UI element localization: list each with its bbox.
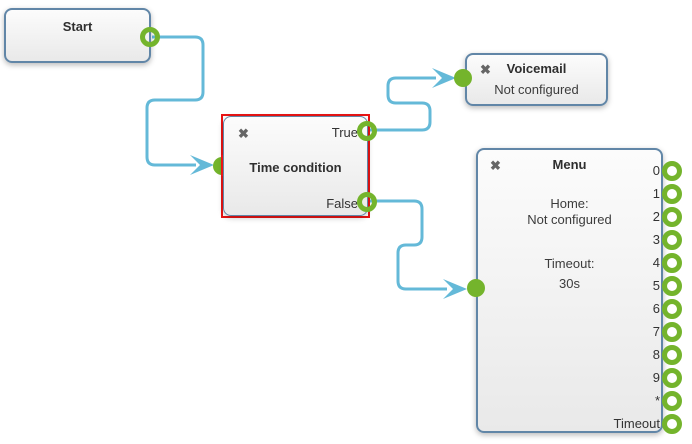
voicemail-title: Voicemail (506, 61, 567, 76)
menu-port-1[interactable] (662, 184, 682, 204)
menu-port-2[interactable] (662, 207, 682, 227)
menu-port-3[interactable] (662, 230, 682, 250)
menu-home-value: Not configured (527, 212, 612, 227)
close-icon[interactable]: ✖ (490, 158, 501, 173)
arrowhead-to-time-condition (190, 155, 214, 175)
menu-port-0[interactable] (662, 161, 682, 181)
menu-home-label: Home: (550, 196, 589, 211)
menu-port-5[interactable] (662, 276, 682, 296)
menu-port-label-6: 6 (652, 301, 660, 316)
close-icon[interactable]: ✖ (238, 126, 249, 141)
wire-start-to-time-condition[interactable] (145, 35, 205, 167)
menu-title: Menu (552, 157, 587, 172)
arrowhead-to-menu (443, 279, 467, 299)
menu-port-label-4: 4 (652, 255, 660, 270)
start-title: Start (62, 19, 93, 34)
menu-port-timeout[interactable] (662, 414, 682, 434)
menu-port-label-1: 1 (652, 186, 660, 201)
time-condition-true-port[interactable] (357, 121, 377, 141)
menu-timeout-label: Timeout: (544, 256, 595, 271)
time-condition-title: Time condition (249, 160, 342, 175)
menu-port-label-8: 8 (652, 347, 660, 362)
menu-port-label-9: 9 (652, 370, 660, 385)
arrowhead-to-voicemail (432, 68, 456, 88)
menu-port-label-5: 5 (652, 278, 660, 293)
time-condition-false-port[interactable] (357, 192, 377, 212)
time-condition-selection-border: ✖ True Time condition False (221, 114, 370, 218)
menu-port-6[interactable] (662, 299, 682, 319)
close-icon[interactable]: ✖ (480, 62, 491, 77)
menu-port-star[interactable] (662, 391, 682, 411)
node-menu[interactable]: ✖ Menu Home: Not configured Timeout: 30s (476, 148, 663, 433)
true-port-label: True (331, 125, 358, 140)
node-voicemail[interactable]: ✖ Voicemail Not configured (465, 53, 608, 106)
menu-port-label-timeout: Timeout (613, 416, 660, 431)
menu-port-label-7: 7 (652, 324, 660, 339)
false-port-label: False (326, 196, 358, 211)
selection-border-over-port (221, 155, 223, 176)
menu-input-port[interactable] (467, 279, 485, 297)
menu-port-label-3: 3 (652, 232, 660, 247)
menu-port-7[interactable] (662, 322, 682, 342)
start-output-port[interactable] (140, 27, 160, 47)
voicemail-input-port[interactable] (454, 69, 472, 87)
menu-port-4[interactable] (662, 253, 682, 273)
menu-port-9[interactable] (662, 368, 682, 388)
menu-port-label-2: 2 (652, 209, 660, 224)
voicemail-subtitle: Not configured (494, 82, 579, 97)
menu-port-8[interactable] (662, 345, 682, 365)
node-time-condition[interactable]: ✖ True Time condition False (223, 116, 368, 216)
node-start[interactable]: Start (4, 8, 151, 63)
menu-port-label-0: 0 (652, 163, 660, 178)
wire-true-to-voicemail[interactable] (369, 76, 436, 132)
menu-port-label-star: * (654, 393, 660, 408)
wire-false-to-menu[interactable] (369, 199, 447, 291)
menu-timeout-value: 30s (559, 276, 580, 291)
